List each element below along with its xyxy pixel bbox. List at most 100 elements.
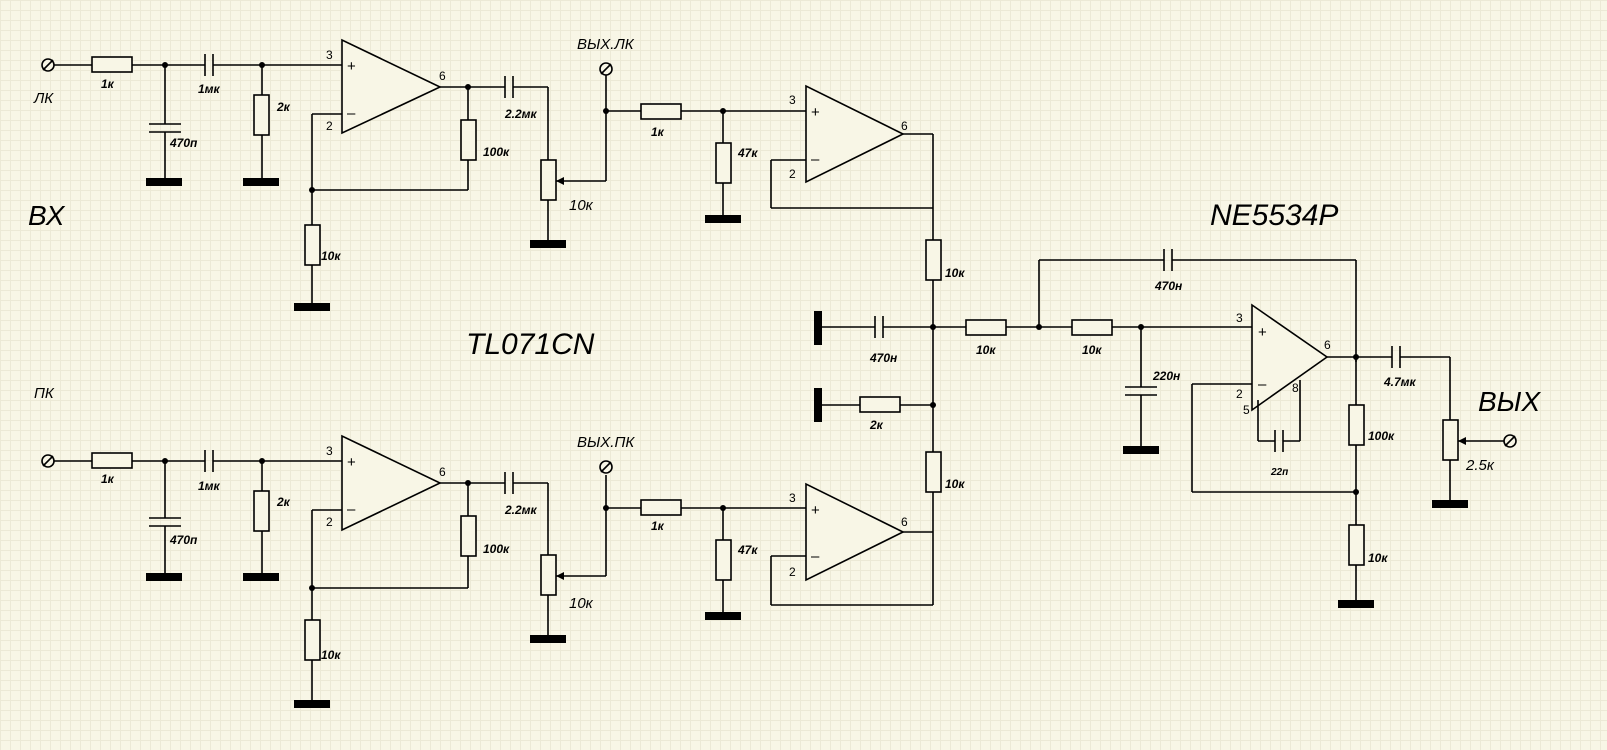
value-label: 10к (569, 595, 594, 612)
pin-label: 5 (1243, 403, 1250, 417)
output-pot (1442, 419, 1459, 461)
mixer-r-series-2 (1071, 319, 1113, 336)
right-opamp-2 (805, 482, 905, 582)
value-label: 47к (737, 146, 758, 160)
left-channel (41, 38, 934, 311)
pin-label: 6 (901, 515, 908, 529)
ground-symbol (1338, 600, 1374, 608)
right-r-series (640, 499, 682, 516)
right-channel (41, 434, 934, 708)
pin-label: 3 (1236, 311, 1243, 325)
ground-symbol (530, 635, 566, 643)
input-heading: ВХ (28, 200, 66, 231)
value-label: 2.2мк (504, 107, 538, 121)
left-r-bias (253, 94, 270, 136)
pin-label: + (811, 502, 820, 519)
value-label: 2.5к (1465, 457, 1495, 474)
pin-label: + (811, 104, 820, 121)
ground-symbol (243, 178, 279, 186)
left-r-series (640, 103, 682, 120)
pin-label: 2 (789, 167, 796, 181)
value-label: 10к (569, 197, 594, 214)
right-pot (540, 554, 557, 596)
ground-symbol (705, 612, 741, 620)
value-label: 1к (101, 472, 115, 486)
pin-label: 3 (326, 444, 333, 458)
pin-label: 2 (1236, 387, 1243, 401)
pin-label: 6 (439, 69, 446, 83)
pin-label: + (1258, 324, 1267, 341)
pin-label: 2 (326, 515, 333, 529)
value-label: 100к (483, 145, 510, 159)
value-label: 10к (321, 249, 341, 263)
ground-symbol (294, 303, 330, 311)
right-r-bias2 (715, 539, 732, 581)
right-r-sum (925, 451, 942, 493)
pin-label: 2 (326, 119, 333, 133)
left-opamp-1 (341, 38, 442, 135)
value-label: 1мк (198, 479, 221, 493)
port-right-in: ПК (34, 385, 55, 402)
value-label: 1к (101, 77, 115, 91)
pin-label: + (347, 58, 356, 75)
pin-label: – (811, 151, 820, 168)
ground-symbol (294, 700, 330, 708)
value-label: 2к (869, 418, 884, 432)
value-label: 10к (1082, 343, 1102, 357)
ground-symbol (1123, 446, 1159, 454)
port-left-in: ЛК (33, 90, 54, 107)
ground-symbol (530, 240, 566, 248)
left-r-in (91, 56, 133, 73)
labels: ВХ ВЫХ TL071CN NE5534P ЛК ПК ВЫХ.ЛК ВЫХ.… (28, 36, 1541, 662)
summing-node (814, 239, 1517, 608)
value-label: 10к (945, 477, 965, 491)
left-r-feedback (460, 119, 477, 161)
left-r-ground (304, 224, 321, 266)
output-heading: ВЫХ (1478, 386, 1541, 417)
value-label: 100к (483, 542, 510, 556)
value-label: 470н (1154, 279, 1183, 293)
pin-label: 8 (1292, 381, 1299, 395)
value-label: 10к (1368, 551, 1388, 565)
value-label: 2.2мк (504, 503, 538, 517)
value-label: 22п (1270, 467, 1288, 478)
value-label: 1к (651, 519, 665, 533)
chip-label-tl071: TL071CN (466, 328, 595, 361)
value-label: 2к (276, 495, 291, 509)
chip-label-ne5534: NE5534P (1210, 199, 1338, 232)
right-opamp-1 (341, 434, 442, 532)
pin-label: 6 (1324, 338, 1331, 352)
value-label: 10к (945, 266, 965, 280)
mixer-r-series-1 (965, 319, 1007, 336)
value-label: 1мк (198, 82, 221, 96)
pin-label: – (1258, 376, 1267, 393)
value-label: 2к (276, 100, 291, 114)
ground-symbol (705, 215, 741, 223)
left-opamp-2 (805, 84, 905, 184)
output-r-ground (1348, 524, 1365, 566)
pin-label: 3 (789, 491, 796, 505)
pin-label: – (347, 105, 356, 122)
mixer-r-ground (859, 396, 901, 413)
ground-symbol (814, 311, 822, 345)
value-label: 220н (1152, 369, 1181, 383)
ground-symbol (243, 573, 279, 581)
left-pot (540, 159, 557, 201)
ground-symbol (146, 573, 182, 581)
pin-label: 3 (789, 93, 796, 107)
pin-label: 3 (326, 48, 333, 62)
value-label: 470п (169, 136, 198, 150)
pin-label: 6 (439, 465, 446, 479)
right-r-in (91, 452, 133, 469)
value-label: 47к (737, 543, 758, 557)
right-r-ground (304, 619, 321, 661)
pin-label: – (811, 548, 820, 565)
value-label: 1к (651, 125, 665, 139)
value-label: 470п (169, 533, 198, 547)
pin-label: 2 (789, 565, 796, 579)
value-label: 100к (1368, 429, 1395, 443)
pin-label: + (347, 454, 356, 471)
ground-symbol (1432, 500, 1468, 508)
output-r-feedback (1348, 404, 1365, 446)
ground-symbol (814, 388, 822, 422)
